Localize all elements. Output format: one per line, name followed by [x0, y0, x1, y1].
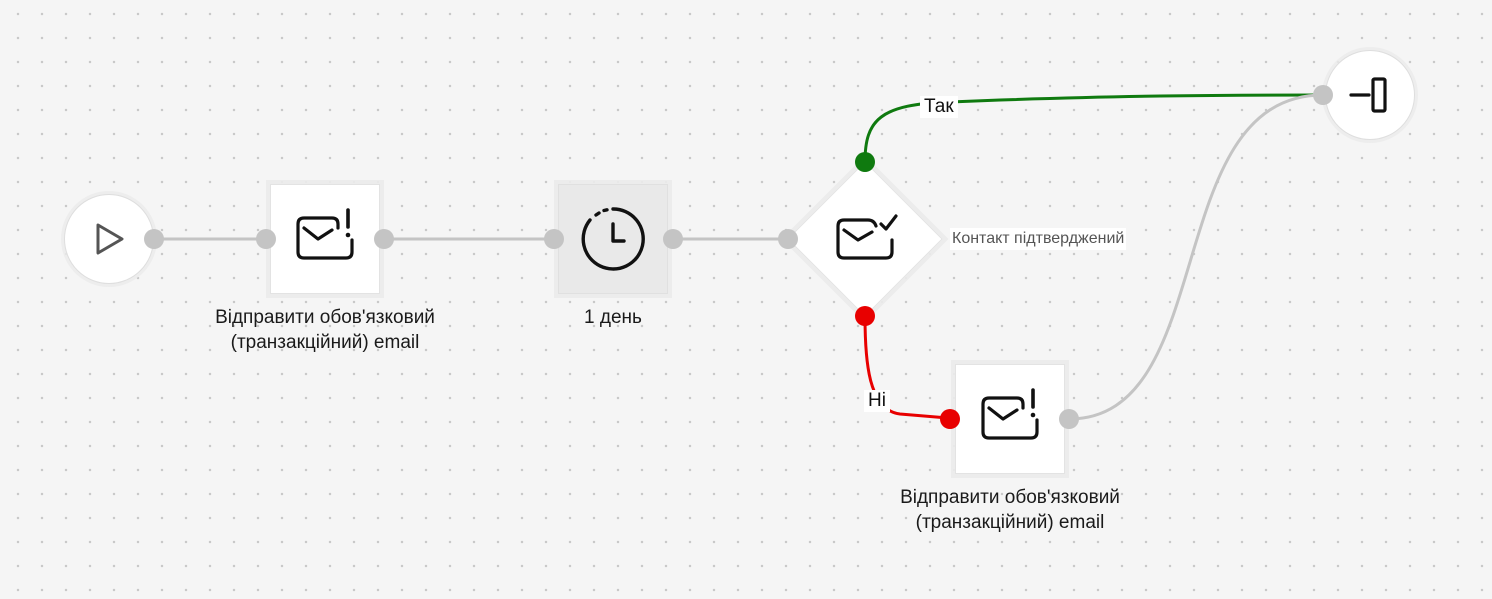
- condition-label: Контакт підтверджений: [950, 228, 1127, 250]
- send-email-node-2[interactable]: [955, 364, 1065, 474]
- mail-check-icon: [836, 214, 898, 260]
- edge-yes: [863, 93, 1324, 163]
- condition-no-port[interactable]: [855, 306, 875, 326]
- edge-email2-exit: [1068, 93, 1324, 421]
- condition-input-port[interactable]: [778, 229, 798, 249]
- delay-node[interactable]: [558, 184, 668, 294]
- email2-output-port[interactable]: [1059, 409, 1079, 429]
- mail-alert-icon: [981, 388, 1039, 440]
- start-output-port[interactable]: [144, 229, 164, 249]
- delay-output-port[interactable]: [663, 229, 683, 249]
- mail-alert-icon: [296, 208, 354, 260]
- delay-label: 1 день: [584, 307, 642, 328]
- exit-icon: [1349, 77, 1387, 113]
- email2-input-port[interactable]: [940, 409, 960, 429]
- no-edge-label: Ні: [864, 390, 890, 412]
- yes-edge-label: Так: [920, 96, 958, 118]
- email1-input-port[interactable]: [256, 229, 276, 249]
- condition-node[interactable]: [787, 161, 943, 317]
- exit-node[interactable]: [1325, 50, 1415, 140]
- edge-no: [863, 315, 949, 420]
- play-icon: [96, 223, 124, 255]
- send-email-node-1[interactable]: [270, 184, 380, 294]
- start-node[interactable]: [64, 194, 154, 284]
- email2-label: Відправити обов'язковий (транзакційний) …: [900, 487, 1120, 533]
- email1-output-port[interactable]: [374, 229, 394, 249]
- delay-input-port[interactable]: [544, 229, 564, 249]
- exit-input-port[interactable]: [1313, 85, 1333, 105]
- email1-label: Відправити обов'язковий (транзакційний) …: [215, 307, 435, 353]
- condition-yes-port[interactable]: [855, 152, 875, 172]
- clock-icon: [581, 207, 645, 271]
